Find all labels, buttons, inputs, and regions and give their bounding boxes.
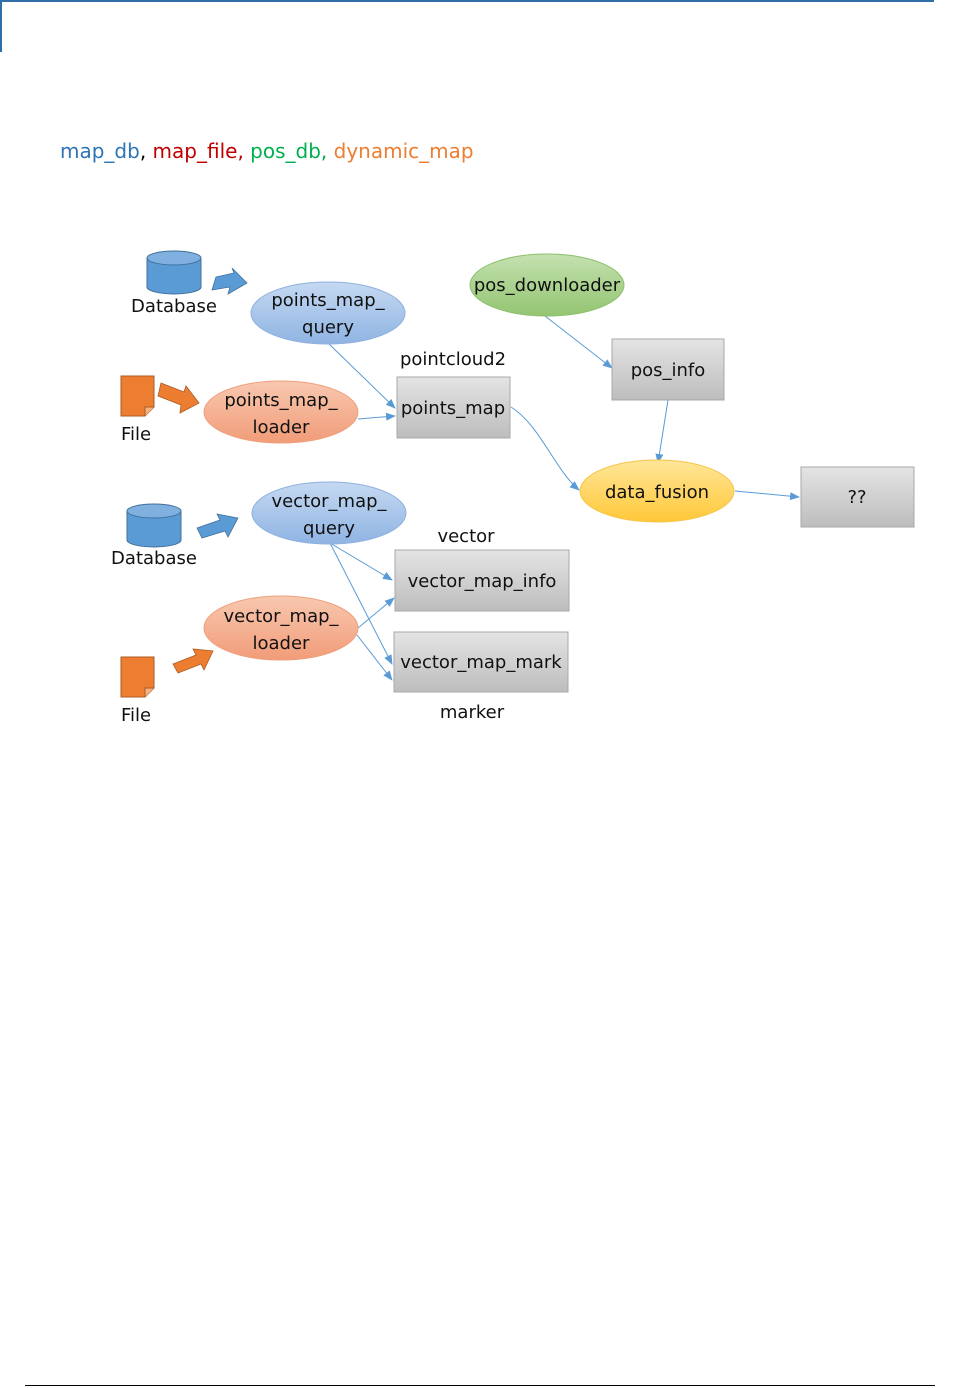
- header-rule: [0, 0, 934, 2]
- box-vector-map-info: vector_map_info: [394, 549, 570, 612]
- node-vector-map-loader-line2: loader: [253, 633, 311, 654]
- arrow-vector-query-to-info: [329, 542, 393, 581]
- database-icon: [126, 503, 182, 548]
- arrow-points-map-to-data-fusion: [510, 406, 580, 491]
- box-points-map-label: points_map: [401, 398, 505, 419]
- node-pos-downloader-label: pos_downloader: [474, 275, 621, 296]
- file-1: File: [120, 375, 155, 445]
- arrow-pos-downloader-to-pos-info: [544, 315, 613, 369]
- node-vector-map-loader-line1: vector_map_: [223, 606, 339, 627]
- database-1-label: Database: [131, 296, 217, 317]
- box-points-map: points_map: [396, 376, 511, 439]
- node-vector-map-query: vector_map_ query: [251, 481, 407, 545]
- legend-sep-1: ,: [139, 139, 153, 163]
- database-2: Database: [111, 503, 197, 569]
- database-icon: [146, 250, 202, 295]
- arrow-vector-loader-to-mark: [356, 634, 393, 681]
- db1-flow-arrow-icon: [211, 267, 248, 295]
- arrow-data-fusion-to-output: [734, 490, 800, 501]
- box-unknown-output-label: ??: [847, 487, 866, 508]
- node-vector-map-loader: vector_map_ loader: [203, 595, 359, 661]
- node-vector-map-query-line1: vector_map_: [271, 491, 387, 512]
- footer-rule: [25, 1385, 935, 1386]
- node-data-fusion: data_fusion: [579, 459, 735, 523]
- box-vector-map-info-label: vector_map_info: [408, 571, 557, 592]
- box-unknown-output: ??: [800, 466, 915, 528]
- file-2: File: [120, 656, 155, 726]
- box-pos-info: pos_info: [611, 338, 725, 401]
- legend-map-db: map_db: [60, 139, 140, 163]
- node-pos-downloader: pos_downloader: [469, 253, 625, 317]
- db2-flow-arrow-icon: [196, 513, 239, 539]
- arrow-vector-loader-to-info: [357, 597, 395, 629]
- database-1: Database: [131, 250, 217, 317]
- node-points-map-loader-line2: loader: [253, 417, 311, 438]
- database-2-label: Database: [111, 548, 197, 569]
- legend-map-file: map_file,: [152, 139, 244, 163]
- file2-flow-arrow-icon: [172, 648, 214, 674]
- connectors: [327, 315, 800, 681]
- node-points-map-query-line2: query: [302, 317, 354, 338]
- node-points-map-loader: points_map_ loader: [203, 380, 359, 444]
- arrow-pos-info-to-data-fusion: [655, 399, 669, 464]
- legend: map_db, map_file, pos_db, dynamic_map: [60, 139, 474, 163]
- node-data-fusion-label: data_fusion: [605, 482, 709, 503]
- header-side-rule: [0, 0, 2, 52]
- arrow-points-loader-to-points-map: [357, 412, 396, 421]
- legend-pos-db: pos_db,: [250, 139, 328, 163]
- node-vector-map-query-line2: query: [303, 518, 355, 539]
- box-vector-map-mark-label: vector_map_mark: [400, 652, 562, 673]
- arrow-vector-query-to-mark: [329, 542, 393, 665]
- box-pos-info-label: pos_info: [631, 360, 706, 381]
- node-points-map-query-line1: points_map_: [271, 290, 385, 311]
- arrow-points-query-to-points-map: [327, 342, 396, 409]
- file-1-label: File: [121, 424, 151, 445]
- box-vector-map-mark: vector_map_mark: [393, 631, 569, 693]
- legend-dynamic-map: dynamic_map: [333, 139, 474, 163]
- node-points-map-loader-line1: points_map_: [224, 390, 338, 411]
- label-vector: vector: [437, 526, 495, 547]
- file-2-label: File: [121, 705, 151, 726]
- label-marker: marker: [440, 702, 505, 723]
- label-pointcloud2: pointcloud2: [400, 349, 506, 370]
- file1-flow-arrow-icon: [157, 382, 200, 414]
- node-points-map-query: points_map_ query: [250, 281, 406, 345]
